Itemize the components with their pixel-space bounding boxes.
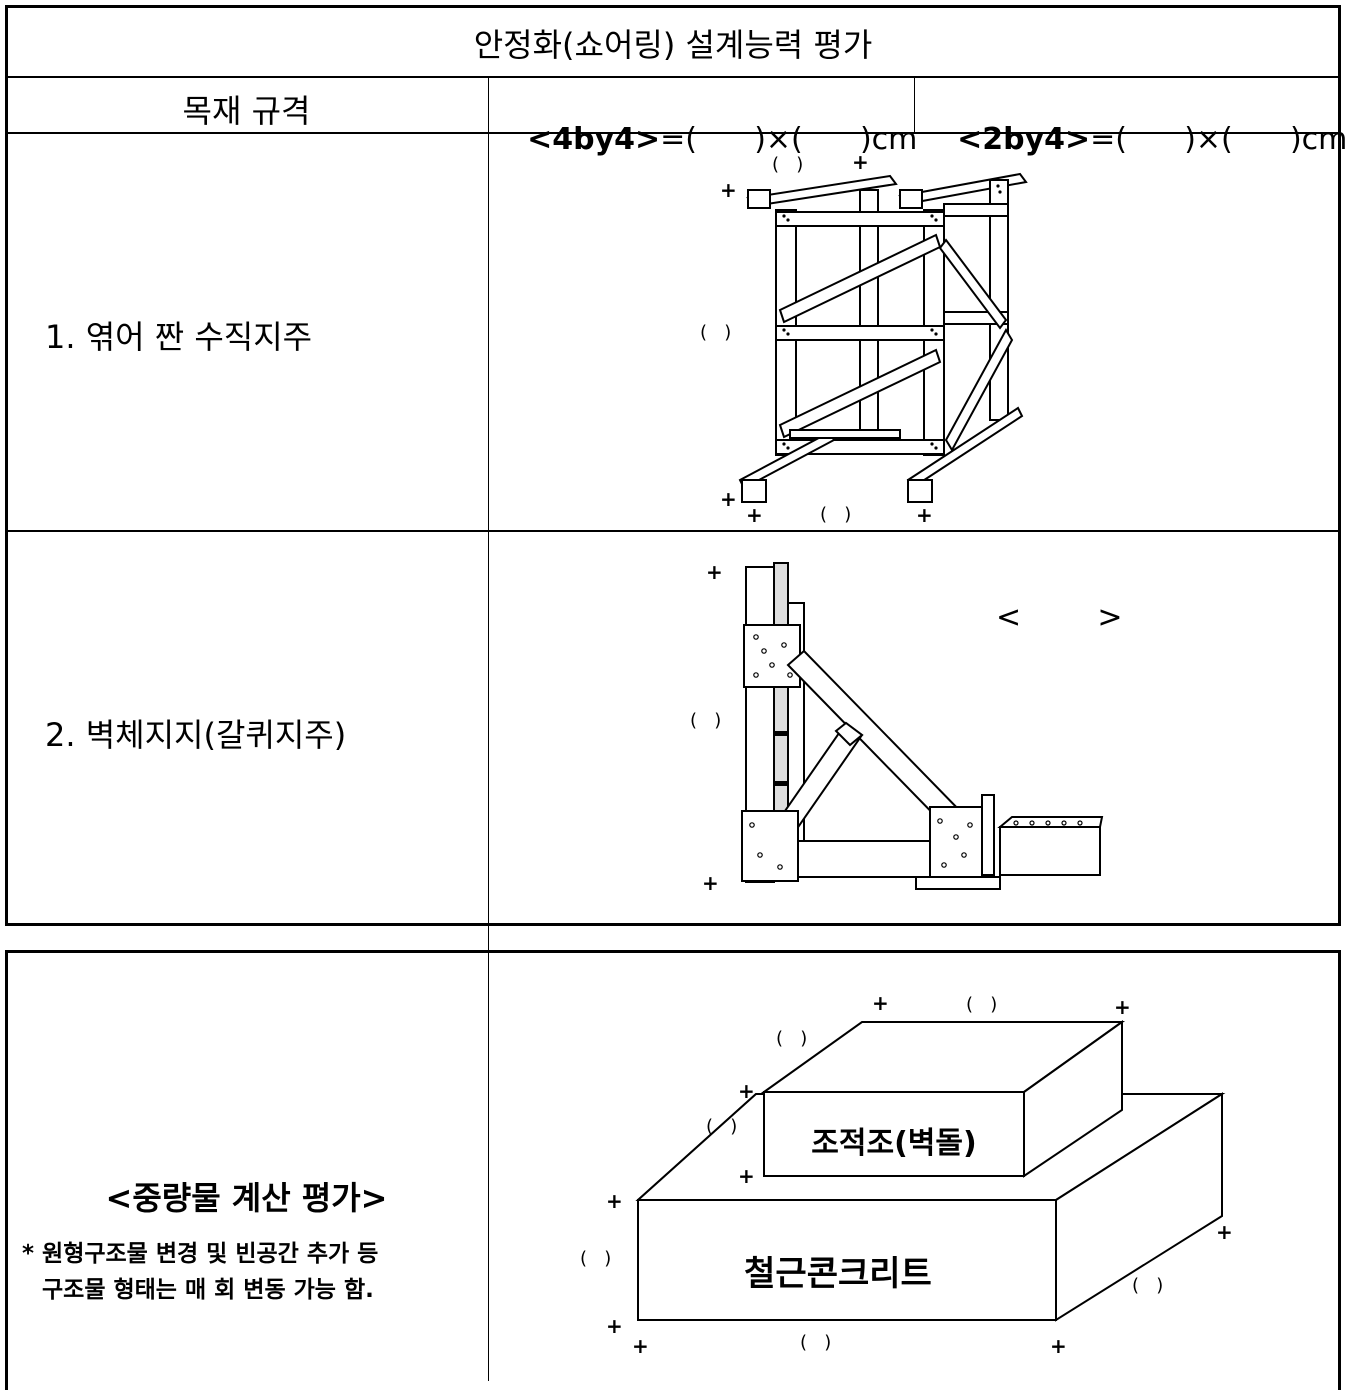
divider xyxy=(5,132,1341,134)
row2-label: 2. 벽체지지(갈퀴지주) xyxy=(45,716,347,754)
plus-mark: + xyxy=(1050,1334,1067,1358)
plus-mark: + xyxy=(720,178,737,202)
plus-mark: + xyxy=(738,1164,755,1188)
spec-4by4-value: =( )×( )cm xyxy=(660,122,918,157)
weight-blocks-drawing xyxy=(635,1020,1226,1322)
blank-paren: ( ) xyxy=(800,1332,832,1353)
plus-mark: + xyxy=(746,503,763,527)
blank-paren: ( ) xyxy=(580,1248,612,1269)
shoring-table xyxy=(5,5,1341,926)
blank-paren: ( ) xyxy=(966,994,998,1015)
weight-note-line1: * 원형구조물 변경 및 빈공간 추가 등 xyxy=(22,1241,379,1267)
plus-mark: + xyxy=(872,991,889,1015)
plus-mark: + xyxy=(632,1334,649,1358)
divider xyxy=(488,926,489,1381)
blank-paren: ( ) xyxy=(690,710,722,731)
divider xyxy=(5,530,1341,532)
lower-block-label: 철근콘크리트 xyxy=(744,1254,932,1294)
divider xyxy=(914,77,915,133)
divider xyxy=(488,77,489,926)
blank-paren: ( ) xyxy=(776,1028,808,1049)
blank-paren: ( ) xyxy=(700,322,732,343)
plus-mark: + xyxy=(1216,1220,1233,1244)
blank-paren: ( ) xyxy=(1132,1275,1164,1296)
angle-brackets: < > xyxy=(996,600,1123,635)
weight-title: <중량물 계산 평가> xyxy=(105,1179,388,1217)
spec-4by4-name: <4by4> xyxy=(527,122,661,157)
spec-2by4-name: <2by4> xyxy=(957,122,1091,157)
page-title: 안정화(쇼어링) 설계능력 평가 xyxy=(473,26,873,64)
plus-mark: + xyxy=(702,871,719,895)
plus-mark: + xyxy=(916,503,933,527)
plus-mark: + xyxy=(738,1079,755,1103)
vertical-shore-drawing xyxy=(738,172,1028,503)
spec-4by4: <4by4>=( )×( )cm xyxy=(508,87,917,157)
blank-paren: ( ) xyxy=(706,1116,738,1137)
divider xyxy=(5,76,1341,78)
plus-mark: + xyxy=(606,1314,623,1338)
plus-mark: + xyxy=(606,1189,623,1213)
raking-shore-drawing xyxy=(741,562,1104,890)
weight-note-line2: 구조물 형태는 매 회 변동 가능 함. xyxy=(42,1277,374,1303)
plus-mark: + xyxy=(852,150,869,174)
blank-paren: ( ) xyxy=(820,504,852,525)
weight-table xyxy=(5,950,1341,1390)
row1-label: 1. 엮어 짠 수직지주 xyxy=(45,318,313,356)
plus-mark: + xyxy=(706,560,723,584)
blank-paren: ( ) xyxy=(772,154,804,175)
upper-block-label: 조적조(벽돌) xyxy=(811,1126,977,1161)
spec-2by4: <2by4>=( )×( )cm xyxy=(938,87,1347,157)
plus-mark: + xyxy=(720,487,737,511)
spec-2by4-value: =( )×( )cm xyxy=(1090,122,1348,157)
plus-mark: + xyxy=(1114,995,1131,1019)
spec-label: 목재 규격 xyxy=(182,92,311,130)
